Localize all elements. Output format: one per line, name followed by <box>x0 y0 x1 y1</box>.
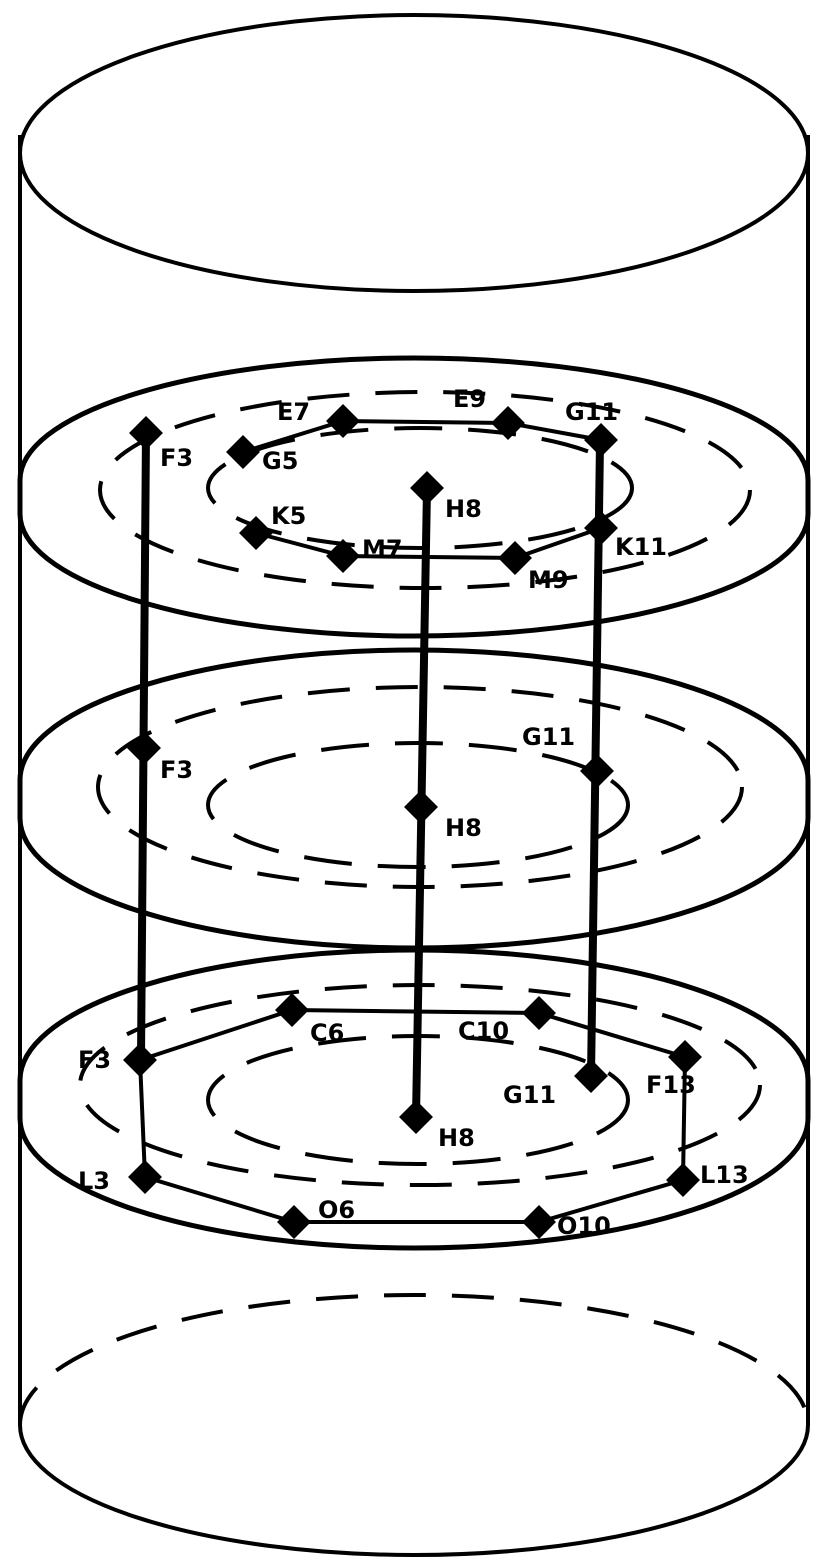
marker-bottom-g11 <box>574 1059 608 1093</box>
label-top-k11: K11 <box>615 533 667 561</box>
label-middle-h8: H8 <box>445 814 482 842</box>
label-bottom-o10: O10 <box>557 1212 611 1240</box>
label-top-m7: M7 <box>362 535 403 563</box>
marker-bottom-c6 <box>275 993 309 1027</box>
marker-bottom-f13 <box>668 1040 702 1074</box>
label-bottom-h8: H8 <box>438 1124 475 1152</box>
label-bottom-c10: C10 <box>458 1017 509 1045</box>
label-bottom-g11: G11 <box>503 1081 556 1109</box>
label-bottom-c6: C6 <box>310 1019 344 1047</box>
marker-top-f3 <box>129 416 163 450</box>
label-top-g11: G11 <box>565 398 618 426</box>
middle-layer-points: F3 G11 H8 <box>127 723 614 842</box>
middle-disc-top-face <box>18 648 810 781</box>
bottom-layer-points: F3 C6 C10 F13 G11 H8 L13 O10 O6 L3 <box>78 993 749 1240</box>
cylinder-bottom-back <box>18 1293 810 1426</box>
label-bottom-o6: O6 <box>318 1196 355 1224</box>
label-top-e7: E7 <box>277 398 310 426</box>
label-middle-f3: F3 <box>160 756 193 784</box>
top-layer-disc <box>17 355 811 639</box>
marker-top-e7 <box>326 404 360 438</box>
marker-top-g5 <box>226 435 260 469</box>
label-top-g5: G5 <box>262 447 298 475</box>
marker-top-e9 <box>491 406 525 440</box>
label-bottom-l13: L13 <box>700 1161 749 1189</box>
marker-bottom-l13 <box>666 1163 700 1197</box>
label-top-e9: E9 <box>453 385 486 413</box>
marker-top-h8 <box>410 471 444 505</box>
top-layer-points: F3 E7 E9 G11 K11 M9 M7 K5 G5 H8 <box>129 385 667 594</box>
marker-top-g11 <box>584 423 618 457</box>
marker-middle-f3 <box>127 731 161 765</box>
label-bottom-f3: F3 <box>78 1046 111 1074</box>
label-top-m9: M9 <box>528 566 569 594</box>
label-top-h8: H8 <box>445 495 482 523</box>
label-bottom-f13: F13 <box>646 1071 696 1099</box>
bottom-disc-top-face <box>18 948 810 1081</box>
marker-bottom-o10 <box>522 1205 556 1239</box>
marker-bottom-o6 <box>277 1205 311 1239</box>
label-top-f3: F3 <box>160 444 193 472</box>
top-disc-rim <box>17 355 811 639</box>
label-bottom-l3: L3 <box>78 1167 110 1195</box>
label-top-k5: K5 <box>271 502 306 530</box>
top-inner-dashed-ring <box>206 426 634 550</box>
cylinder-bottom-front <box>18 1424 810 1557</box>
top-disc-top-face <box>18 356 810 481</box>
marker-top-m9 <box>498 541 532 575</box>
marker-bottom-c10 <box>522 996 556 1030</box>
marker-top-k11 <box>584 511 618 545</box>
marker-bottom-f3 <box>123 1043 157 1077</box>
marker-middle-h8 <box>404 790 438 824</box>
marker-top-m7 <box>326 539 360 573</box>
marker-top-k5 <box>239 516 273 550</box>
marker-middle-g11 <box>580 754 614 788</box>
cylinder-top-cap <box>18 13 810 293</box>
marker-bottom-h8 <box>399 1100 433 1134</box>
label-middle-g11: G11 <box>522 723 575 751</box>
marker-bottom-l3 <box>128 1160 162 1194</box>
